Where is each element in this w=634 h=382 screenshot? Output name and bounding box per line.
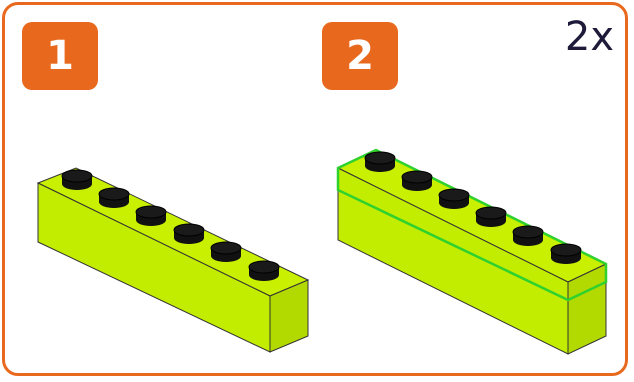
stud — [364, 151, 396, 172]
stud — [210, 241, 242, 262]
brick-side-face — [269, 279, 309, 353]
stud — [438, 188, 470, 209]
step-2-number: 2 — [346, 33, 374, 79]
step-1-number: 1 — [46, 33, 74, 79]
stud — [61, 169, 93, 190]
stud — [475, 206, 507, 227]
stud — [401, 170, 433, 191]
stud — [550, 243, 582, 264]
new-part-highlight — [336, 148, 608, 302]
step-2-badge: 2 — [322, 22, 398, 90]
stud — [173, 223, 205, 244]
stud — [248, 260, 280, 281]
stud — [135, 205, 167, 226]
stud — [512, 225, 544, 246]
stud — [98, 187, 130, 208]
brick-studs — [61, 169, 280, 281]
quantity-label: 2x — [564, 14, 614, 60]
brick-studs — [364, 151, 582, 264]
instruction-frame — [2, 2, 628, 376]
step-1-badge: 1 — [22, 22, 98, 90]
